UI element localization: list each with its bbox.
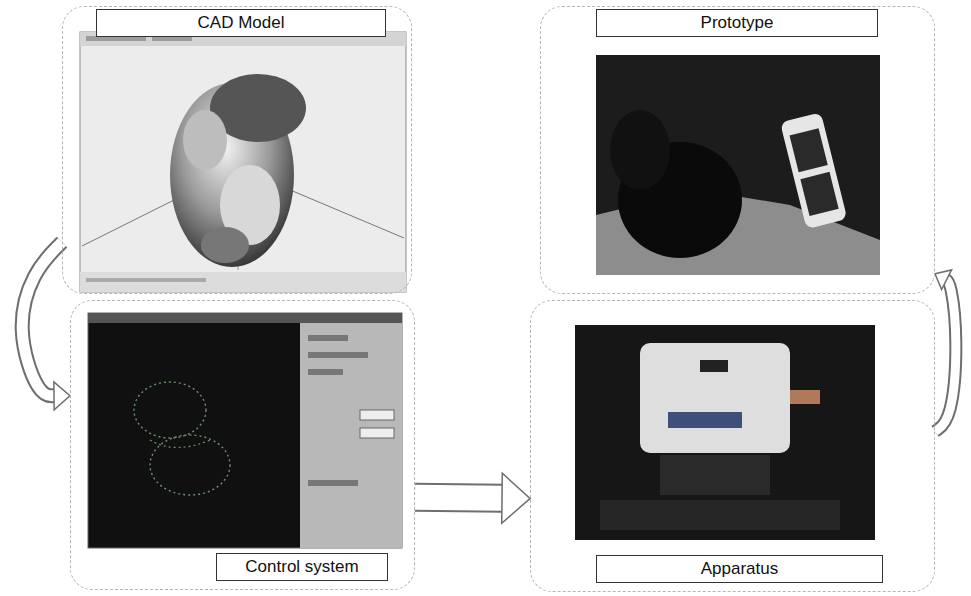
- panel-label: CAD Model: [96, 9, 386, 37]
- flow-arrow: [415, 473, 530, 523]
- panel-label: Control system: [216, 553, 388, 581]
- arrow-outline: [22, 242, 62, 396]
- arrow-head: [935, 270, 952, 290]
- arrow-body: [415, 497, 503, 498]
- apparatus-photo: [575, 325, 875, 540]
- arrow-head: [502, 473, 530, 523]
- control-screenshot: [88, 313, 402, 548]
- flow-arrow: [935, 270, 956, 431]
- control-panel: Control system: [70, 300, 415, 590]
- cad-screenshot: [80, 32, 406, 292]
- cad-panel: CAD Model: [62, 6, 412, 294]
- panel-label: Apparatus: [596, 555, 883, 583]
- arrow-body: [935, 279, 956, 431]
- arrow-body: [22, 242, 62, 396]
- panel-label: Prototype: [596, 9, 878, 37]
- arrow-head: [54, 382, 70, 410]
- apparatus-panel: Apparatus: [530, 300, 935, 592]
- arrow-outline: [415, 497, 503, 498]
- prototype-photo: [596, 55, 880, 275]
- prototype-panel: Prototype: [540, 6, 935, 294]
- arrow-outline: [935, 279, 956, 431]
